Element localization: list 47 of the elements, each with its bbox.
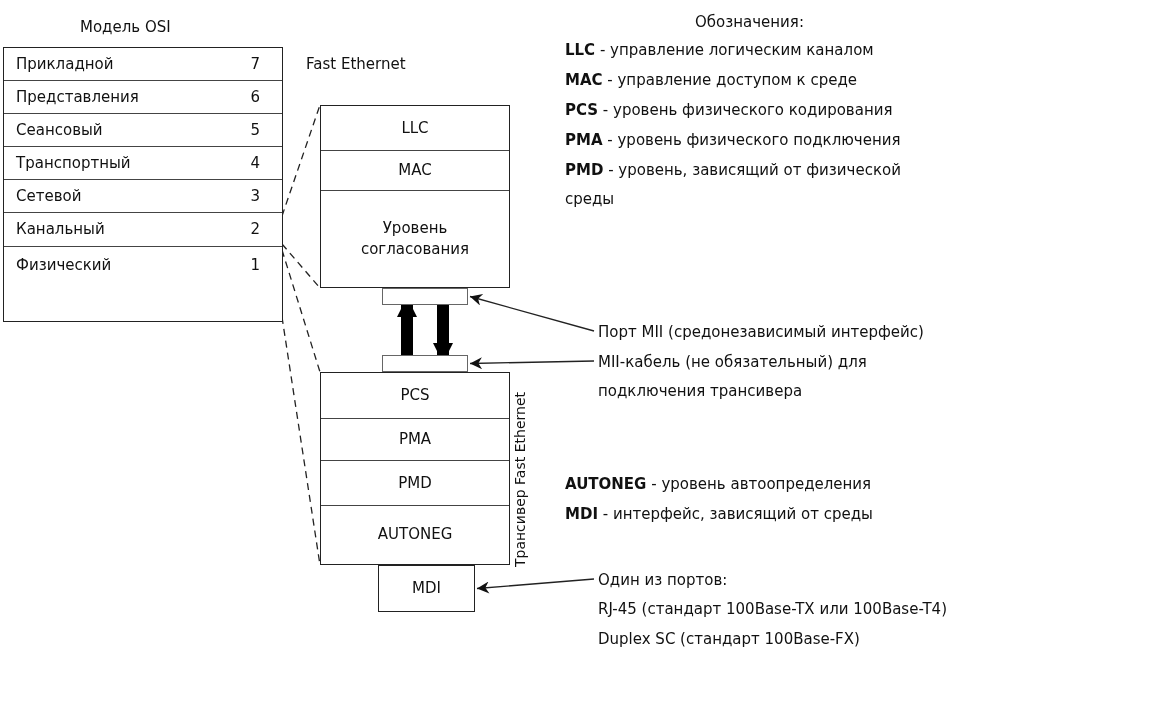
abbreviation-definition: AUTONEG - уровень автоопределения bbox=[565, 474, 872, 495]
layer-number: 1 bbox=[250, 255, 260, 276]
layer-row: PCS bbox=[321, 373, 509, 419]
abbreviation-definition: PCS - уровень физического кодирования bbox=[565, 100, 893, 121]
interface-box: MDI bbox=[378, 565, 475, 612]
layer-name: Канальный bbox=[16, 219, 105, 240]
callout-text: MII-кабель (не обязательный) для подключения трансивера bbox=[598, 352, 868, 403]
callout-text: Порт MII (средонезависимый интерфейс) bbox=[598, 322, 925, 343]
abbreviation-definition: PMD - уровень, зависящий от физической среды bbox=[565, 160, 902, 211]
abbreviation-definition: MAC - управление доступом к среде bbox=[565, 70, 857, 91]
layer-stack bbox=[3, 47, 283, 322]
callout-text: Duplex SC (стандарт 100Base-FX) bbox=[598, 628, 861, 650]
layer-row: PMD bbox=[321, 461, 509, 506]
layer-row: PMA bbox=[321, 419, 509, 461]
stack-heading: Модель OSI bbox=[80, 18, 171, 36]
stack-heading: Fast Ethernet bbox=[306, 55, 406, 73]
layer-name: Транспортный bbox=[16, 152, 131, 174]
leader-arrow bbox=[476, 578, 595, 594]
leader-arrow bbox=[469, 357, 595, 370]
layer-stack bbox=[320, 372, 510, 565]
layer-number: 2 bbox=[250, 219, 260, 240]
abbreviation-definition: LLC - управление логическим каналом bbox=[565, 40, 874, 61]
layer-row: LLC bbox=[321, 106, 509, 151]
callout-text: Один из портов: bbox=[598, 570, 729, 591]
layer-name: Сетевой bbox=[16, 185, 82, 207]
legend-heading: Обозначения: bbox=[695, 12, 804, 33]
callout-text: RJ-45 (стандарт 100Base-TX или 100Base-T4) bbox=[598, 599, 948, 621]
layer-row: AUTONEG bbox=[321, 506, 509, 563]
abbreviation-definition: MDI - интерфейс, зависящий от среды bbox=[565, 504, 873, 525]
layer-number: 5 bbox=[250, 119, 260, 141]
layer-number: 7 bbox=[250, 53, 260, 75]
connector-port bbox=[382, 355, 468, 372]
connector-port bbox=[382, 288, 468, 305]
layer-stack bbox=[320, 105, 510, 288]
layer-name: Физический bbox=[16, 255, 112, 276]
layer-name: Сеансовый bbox=[16, 119, 103, 141]
vertical-stack-heading: Трансивер Fast Ethernet bbox=[512, 392, 529, 568]
layer-number: 3 bbox=[250, 185, 260, 207]
layer-name: Представления bbox=[16, 86, 139, 108]
layer-row: Уровень согласования bbox=[321, 191, 509, 286]
mapping-line bbox=[281, 104, 321, 289]
layer-row: MAC bbox=[321, 151, 509, 191]
layer-name: Прикладной bbox=[16, 53, 114, 75]
layer-number: 6 bbox=[250, 86, 260, 108]
abbreviation-definition: PMA - уровень физического подключения bbox=[565, 130, 901, 151]
leader-arrow bbox=[469, 293, 595, 332]
layer-number: 4 bbox=[250, 152, 260, 174]
